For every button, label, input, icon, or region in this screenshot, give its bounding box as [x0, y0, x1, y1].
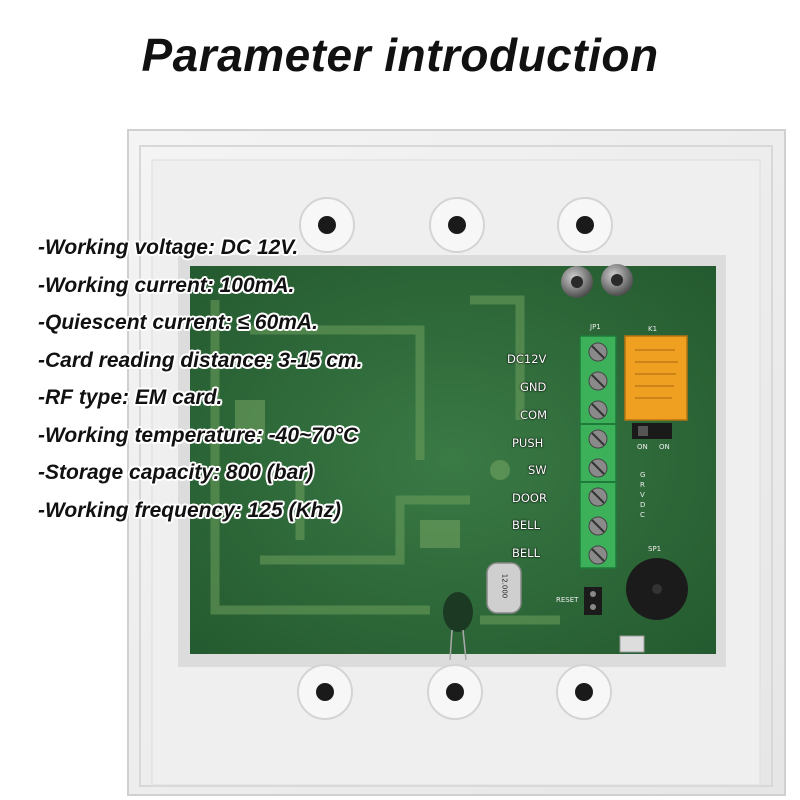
param-working-temperature: -Working temperature: -40~70°C — [38, 423, 359, 447]
terminal-label-bell-1: BELL — [512, 518, 540, 532]
terminal-label-sw: SW — [528, 463, 547, 477]
jp1-label: JP1 — [590, 323, 601, 331]
jumper-label: G R V D C — [640, 471, 646, 519]
param-card-reading-distance: -Card reading distance: 3-15 cm. — [38, 348, 363, 372]
terminal-label-dc12v: DC12V — [507, 352, 547, 366]
param-working-voltage: -Working voltage: DC 12V. — [38, 236, 299, 259]
screw-holes-bottom — [297, 664, 612, 720]
k1-label: K1 — [648, 325, 658, 333]
param-rf-type: -RF type: EM card. — [38, 386, 223, 409]
relay — [624, 335, 688, 421]
param-working-current: -Working current: 100mA. — [38, 273, 295, 297]
screw-holes-top — [299, 197, 613, 253]
terminal-label-push: PUSH — [512, 436, 544, 450]
on-label-left: ON — [637, 443, 648, 451]
crystal-label: 12.000 — [500, 573, 509, 599]
on-label-right: ON — [659, 443, 670, 451]
terminal-label-gnd: GND — [520, 380, 547, 394]
page-title: Parameter introduction — [141, 29, 659, 81]
param-quiescent-current: -Quiescent current: ≤ 60mA. — [38, 311, 318, 334]
sp1-label: SP1 — [648, 545, 662, 553]
terminal-label-bell-2: BELL — [512, 546, 540, 560]
param-working-frequency: -Working frequency: 125 (Khz) — [38, 498, 341, 522]
param-storage-capacity: -Storage capacity: 800 (bar) — [38, 461, 314, 484]
parameter-list: -Working voltage: DC 12V. -Working curre… — [38, 233, 362, 533]
crystal — [486, 562, 522, 614]
reset-jumper — [584, 587, 602, 615]
terminal-label-door: DOOR — [512, 491, 547, 505]
reset-label: RESET — [556, 596, 579, 604]
terminal-label-com: COM — [520, 408, 548, 422]
